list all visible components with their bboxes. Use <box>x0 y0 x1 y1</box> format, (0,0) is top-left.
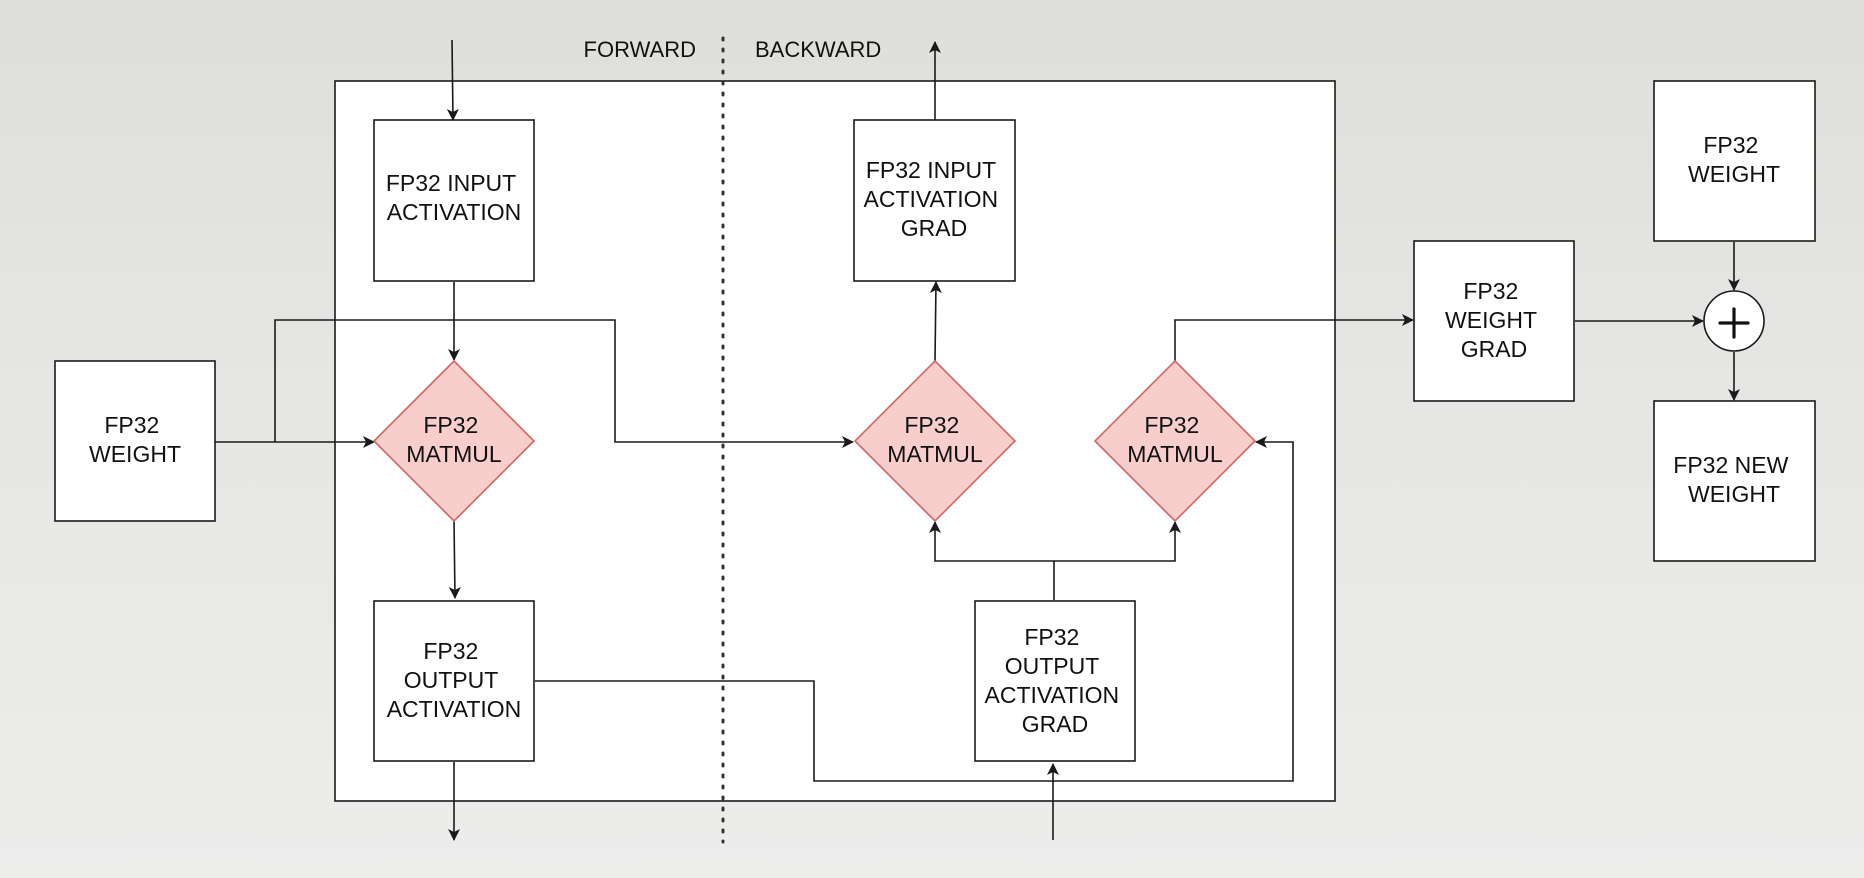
node-fwd-matmul: FP32 MATMUL <box>372 359 536 523</box>
sum-node <box>1703 290 1765 352</box>
edge-in-to-input-activation <box>446 39 459 121</box>
node-fwd-output-activation: FP32 OUTPUT ACTIVATION <box>373 600 535 762</box>
node-label: FP32 INPUT ACTIVATION <box>386 170 522 225</box>
edges <box>215 39 1740 841</box>
node-weight-grad: FP32 WEIGHT GRAD <box>1413 240 1575 402</box>
node-fwd-input-activation: FP32 INPUT ACTIVATION <box>373 119 535 282</box>
node-label: FP32 MATMUL <box>406 412 502 467</box>
edge-output-grad-to-input-matmul <box>929 521 1055 600</box>
node-weight: FP32 WEIGHT <box>1653 80 1816 242</box>
node-new-weight: FP32 NEW WEIGHT <box>1653 400 1816 562</box>
node-bwd-output-activation-grad: FP32 OUTPUT ACTIVATION GRAD <box>974 600 1136 762</box>
node-label: FP32 WEIGHT GRAD <box>1445 278 1543 362</box>
node-label: FP32 OUTPUT ACTIVATION <box>387 638 522 722</box>
edge-output-grad-to-weight-matmul <box>1054 521 1181 562</box>
edge-weight-branch-to-bwd-matmul <box>274 319 854 448</box>
node-label: FP32 NEW WEIGHT <box>1673 452 1794 507</box>
node-label: FP32 OUTPUT ACTIVATION GRAD <box>985 624 1126 737</box>
forward-label: FORWARD <box>584 37 696 62</box>
node-fwd-weight: FP32 WEIGHT <box>54 360 216 522</box>
node-label: FP32 WEIGHT <box>1688 132 1780 187</box>
node-bwd-input-activation-grad: FP32 INPUT ACTIVATION GRAD <box>853 119 1016 282</box>
node-label: FP32 INPUT ACTIVATION GRAD <box>864 157 1005 241</box>
node-bwd-matmul-input: FP32 MATMUL <box>853 359 1017 523</box>
edge-bwd-matmul-to-input-grad <box>929 281 942 362</box>
edge-matmul-to-output-activation <box>448 519 461 599</box>
node-label: FP32 WEIGHT <box>89 412 181 467</box>
backward-label: BACKWARD <box>755 37 881 62</box>
node-bwd-matmul-weight: FP32 MATMUL <box>1093 359 1257 523</box>
edge-weight-matmul-to-weight-grad <box>1174 314 1414 361</box>
node-label: FP32 MATMUL <box>887 412 983 467</box>
node-label: FP32 MATMUL <box>1127 412 1223 467</box>
